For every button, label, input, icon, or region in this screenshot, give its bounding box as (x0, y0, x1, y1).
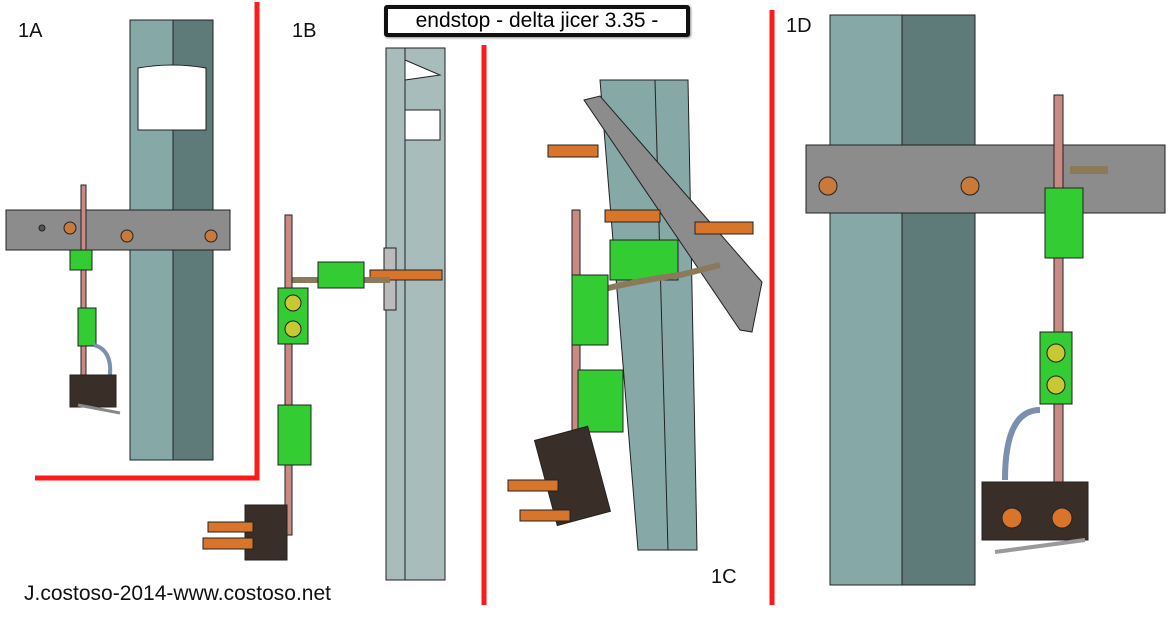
bolt (960, 176, 980, 196)
panel-label-1a: 1A (18, 20, 43, 42)
wire (93, 343, 113, 376)
author-credit: J.costoso-2014-www.costoso.net (24, 582, 331, 605)
pin (507, 479, 559, 492)
mount-plate (583, 95, 763, 333)
bolt (63, 221, 77, 235)
terminal-pin (1001, 507, 1023, 529)
separator-1a (35, 2, 260, 481)
view-1d (805, 14, 1166, 586)
pin (519, 509, 571, 522)
terminal-pin (1051, 507, 1073, 529)
mount-bar (805, 144, 1166, 214)
rod (284, 214, 293, 536)
column-dark-face (901, 14, 976, 586)
diagram-title: endstop - delta jicer 3.35 - (384, 5, 690, 37)
red-separators (35, 2, 775, 605)
microswitch (69, 374, 117, 408)
bolt (818, 176, 838, 196)
panel-label-1b: 1B (292, 20, 317, 42)
terminal-block (1044, 187, 1084, 259)
bolt (38, 224, 46, 232)
microswitch (981, 481, 1089, 541)
bolt (204, 229, 218, 243)
pin (604, 209, 661, 223)
terminal-block (577, 369, 624, 433)
terminal-block (77, 307, 97, 347)
wire (599, 262, 721, 293)
bolt (120, 229, 134, 243)
terminal-block (317, 261, 365, 289)
screw (1046, 375, 1066, 395)
pin (547, 144, 599, 158)
column-slanted (599, 79, 698, 551)
terminal-block (571, 274, 609, 346)
panel-label-1c: 1C (711, 566, 737, 588)
view-1c (507, 79, 763, 551)
wire (1002, 407, 1041, 481)
rod (80, 184, 87, 391)
panel-label-1d: 1D (786, 15, 812, 37)
bolt-pin (369, 269, 443, 281)
view-1a (5, 19, 231, 461)
terminal-block (609, 239, 679, 281)
pin (694, 221, 754, 235)
view-1b (202, 47, 446, 581)
rod (1053, 94, 1064, 486)
column-window (137, 64, 207, 131)
switch-lever (77, 403, 121, 415)
column-edge (654, 79, 669, 551)
terminal-block (69, 249, 93, 271)
pin (202, 537, 254, 550)
column-profile (385, 47, 446, 581)
column-light-face (829, 14, 903, 586)
screw (1046, 343, 1066, 363)
switch-lever (994, 538, 1086, 554)
screw (284, 320, 302, 338)
pin (207, 521, 254, 533)
screw (284, 294, 302, 312)
terminal-block (277, 404, 312, 466)
